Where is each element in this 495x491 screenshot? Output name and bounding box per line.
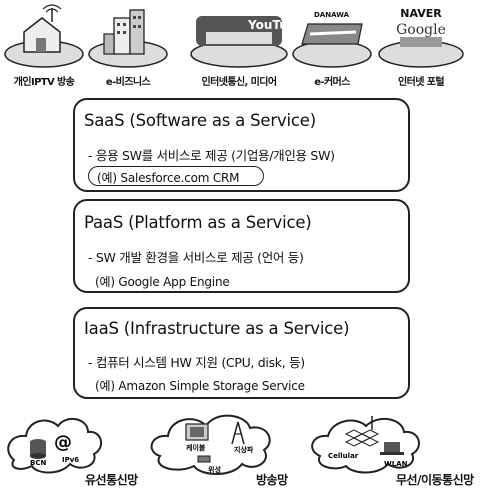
top-label: 개인IPTV 방송 (13, 77, 75, 88)
layer-description: - 컴퓨터 시스템 HW 지원 (CPU, disk, 등) (88, 355, 305, 370)
network-tag: Cellular (328, 452, 359, 460)
wired-network-cloud (7, 417, 103, 474)
layer-title: PaaS (Platform as a Service) (84, 213, 312, 232)
layer-example: (예) Amazon Simple Storage Service (95, 379, 305, 393)
iptv-broadcast-icon (4, 4, 84, 68)
top-item-ecommerce: DANAWA e-커머스 (290, 4, 374, 88)
top-item-ebusiness: e-비즈니스 (86, 4, 170, 88)
top-label: e-커머스 (314, 77, 350, 88)
top-label: e-비즈니스 (105, 77, 151, 88)
network-tag: IPv6 (62, 456, 79, 464)
network-label: 무선/이동통신망 (396, 473, 474, 487)
danawa-logo: DANAWA (314, 11, 350, 19)
cell-grid-icon (344, 429, 380, 447)
layer-title: SaaS (Software as a Service) (84, 111, 316, 130)
top-item-media: YouTube 인터넷통신, 미디어 (188, 4, 290, 88)
network-tag: BCN (30, 459, 46, 467)
at-sign-icon: @ (54, 432, 72, 453)
layer-example: (예) Google App Engine (95, 275, 230, 289)
network-label: 방송망 (256, 473, 288, 487)
network-label: 유선통신망 (85, 473, 138, 487)
tv-icon (185, 423, 209, 441)
google-logo: Google (396, 22, 446, 38)
youtube-logo: YouTube (247, 18, 290, 32)
network-tag: WLAN (384, 460, 408, 468)
building-icon (88, 9, 168, 68)
network-tag: 위성 (208, 465, 221, 474)
saas-layer: SaaS (Software as a Service) - 응용 SW를 서비… (73, 98, 410, 192)
paas-layer: PaaS (Platform as a Service) - SW 개발 환경을… (73, 199, 410, 293)
networks-diagram: BCN @ IPv6 케이블 지상파 위성 Cellular WLAN (7, 414, 420, 475)
layer-example: (예) Salesforce.com CRM (97, 171, 240, 185)
top-label: 인터넷통신, 미디어 (201, 77, 277, 88)
layer-example-box: (예) Salesforce.com CRM (88, 166, 264, 186)
antenna-icon (231, 421, 245, 445)
portal-logos-icon: NAVER Google (378, 7, 464, 68)
media-logos-icon: YouTube (190, 16, 290, 68)
laptop-icon (380, 442, 404, 455)
iaas-layer: IaaS (Infrastructure as a Service) - 컴퓨터… (73, 307, 410, 399)
layer-title: IaaS (Infrastructure as a Service) (84, 319, 350, 338)
server-icon (30, 439, 46, 459)
ecommerce-logos-icon: DANAWA (292, 11, 372, 68)
layer-description: - 응용 SW를 서비스로 제공 (기업용/개인용 SW) (88, 148, 335, 163)
satellite-icon (197, 455, 211, 463)
layer-description: - SW 개발 환경을 서비스로 제공 (언어 등) (88, 250, 304, 265)
naver-logo: NAVER (400, 7, 442, 20)
top-item-iptv: 개인IPTV 방송 (2, 4, 86, 88)
wireless-network-cloud (311, 417, 420, 474)
top-item-portal: NAVER Google 인터넷 포털 (376, 4, 466, 88)
network-tag: 지상파 (234, 445, 254, 454)
network-tag: 케이블 (186, 443, 206, 452)
top-label: 인터넷 포털 (398, 77, 444, 88)
